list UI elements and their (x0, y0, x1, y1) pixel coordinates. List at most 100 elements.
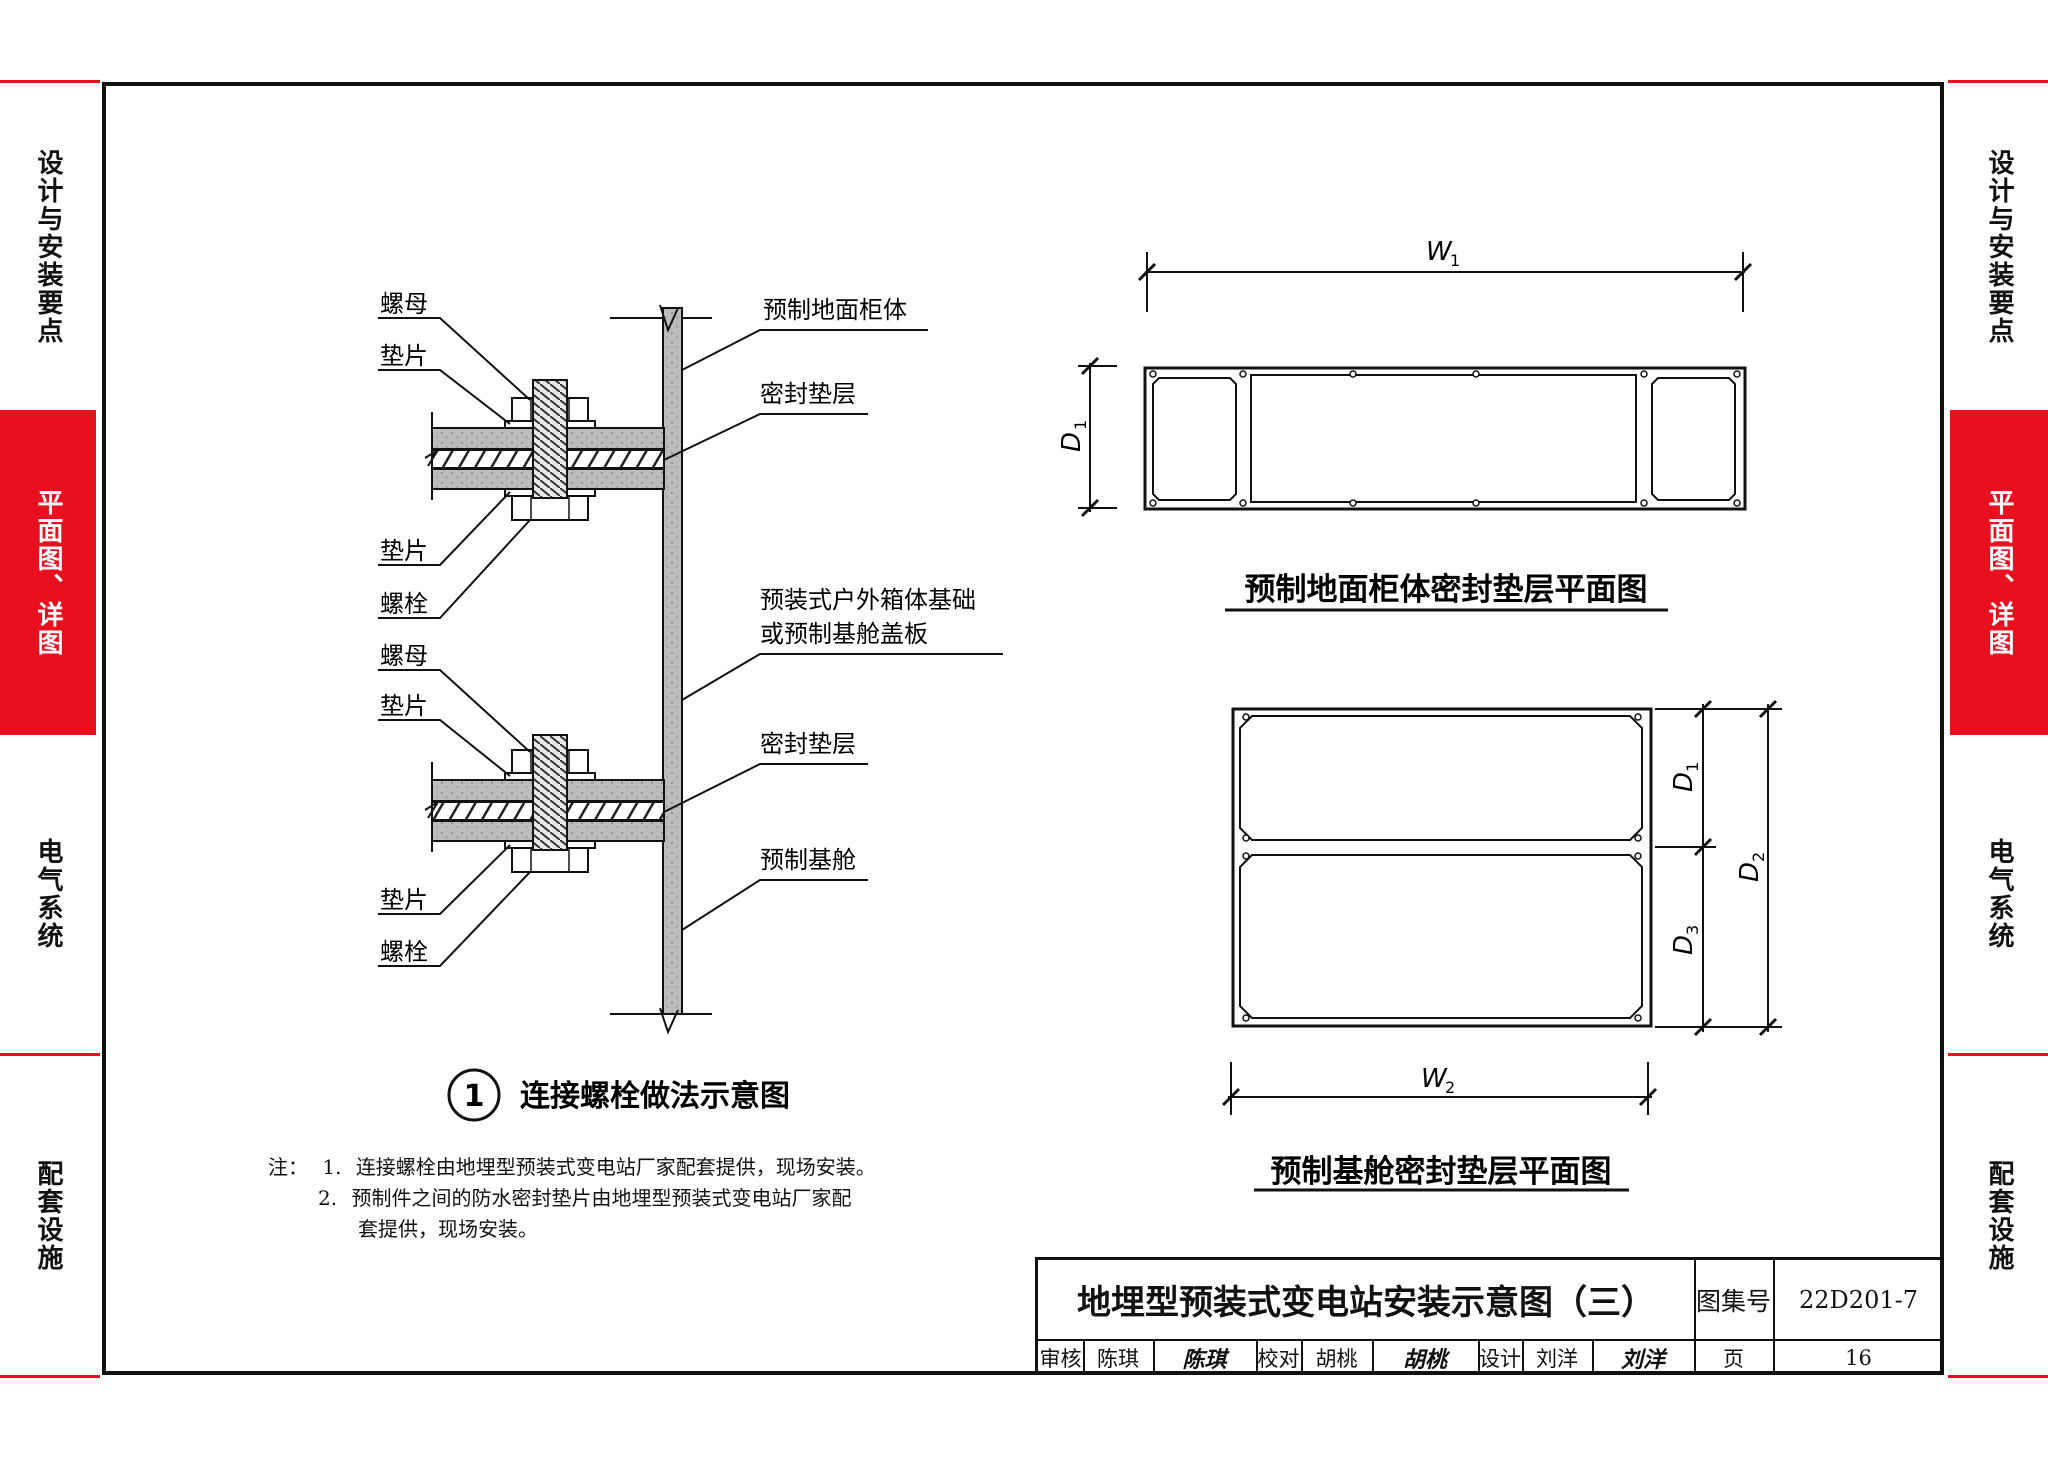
designer-name: 刘洋 (1536, 1347, 1578, 1371)
cabin-gasket-upper-cell (1239, 715, 1643, 841)
break-mark (424, 449, 439, 467)
cabinet-plan-caption: 预制地面柜体密封垫层平面图 (1245, 572, 1648, 608)
tab-design-right[interactable]: 设计与安装要点 (1950, 84, 2048, 410)
nut (511, 847, 589, 873)
tab-design-left[interactable]: 设计与安装要点 (0, 84, 96, 410)
reviewer-signature: 陈琪 (1182, 1347, 1227, 1373)
tab-electric-right[interactable]: 电气系统 (1950, 735, 2048, 1053)
tab-support-left[interactable]: 配套设施 (0, 1056, 96, 1376)
break-mark (659, 304, 679, 333)
note-2: 2. 预制件之间的防水密封垫片由地埋型预装式变电站厂家配 (268, 1183, 876, 1214)
upper-bolt-assembly (424, 379, 665, 521)
gasket-left-cell (1152, 377, 1237, 501)
note-2-number: 2. (318, 1186, 338, 1210)
dim-cabin-d3: D (1669, 935, 1699, 955)
label-bolt-top: 螺栓 (380, 590, 428, 618)
tab-support-right[interactable]: 配套设施 (1950, 1056, 2048, 1376)
atlas-number-label: 图集号 (1695, 1286, 1771, 1316)
note-1-number: 1. (322, 1155, 342, 1179)
note-2-text-line1: 预制件之间的防水密封垫片由地埋型预装式变电站厂家配 (351, 1186, 852, 1210)
dim-cabin-d1-sub: 1 (1683, 762, 1702, 772)
tab-design-label: 设计与安装要点 (1984, 149, 2014, 345)
page-number: 16 (1845, 1346, 1872, 1370)
detail-number-circle (447, 1068, 501, 1122)
note-2-continued: 套提供，现场安装。 (268, 1214, 876, 1245)
bolt (532, 734, 568, 851)
dim-cabin-d1: D (1669, 772, 1699, 792)
tab-electric-left[interactable]: 电气系统 (0, 735, 96, 1053)
note-1-text: 连接螺栓由地埋型预装式变电站厂家配套提供，现场安装。 (355, 1155, 876, 1179)
bolt (532, 379, 568, 499)
detail-number: 1 (464, 1079, 485, 1114)
cabin-plan-caption: 预制基舱密封垫层平面图 (1271, 1154, 1612, 1190)
designer-signature: 刘洋 (1620, 1347, 1665, 1373)
dim-cabin-w2-sub: 2 (1445, 1078, 1455, 1097)
title-block-rule (1256, 1339, 1258, 1375)
note-1: 注： 1. 连接螺栓由地埋型预装式变电站厂家配套提供，现场安装。 (268, 1152, 876, 1183)
atlas-number: 22D201-7 (1799, 1285, 1918, 1314)
note-2-text-line2: 套提供，现场安装。 (358, 1217, 538, 1241)
tab-electric-label: 电气系统 (1984, 838, 2014, 950)
label-washer-bottom: 垫片 (380, 692, 428, 720)
label-seal-bottom: 密封垫层 (760, 730, 856, 758)
gasket-right-cell (1651, 377, 1736, 501)
dim-cabin-d2-sub: 2 (1749, 852, 1768, 862)
cabin-seal-plan: D 1 D 3 D 2 W 2 预制基舱密封垫层平面图 (1221, 699, 1782, 1192)
dim-w1-sub: 1 (1450, 251, 1460, 270)
label-cabin: 预制基舱 (760, 846, 856, 874)
break-mark (659, 1007, 679, 1035)
cabin-gasket-lower-cell (1239, 854, 1643, 1019)
tab-support-label: 配套设施 (33, 1160, 63, 1272)
bolt-holes (1149, 370, 1741, 507)
break-mark (424, 801, 439, 819)
tab-divider (0, 1375, 100, 1378)
dim-cabin-d3-sub: 3 (1683, 925, 1702, 935)
title-block-rule (1522, 1339, 1524, 1375)
lower-bolt-assembly (424, 734, 665, 873)
title-block-rule (1478, 1339, 1480, 1375)
label-seal-top: 密封垫层 (760, 380, 856, 408)
title-block-rule (1592, 1339, 1594, 1375)
cabinet-wall (662, 307, 683, 1015)
tab-divider (1948, 1053, 2048, 1056)
dim-w1: W (1426, 237, 1453, 267)
cabin-bolt-holes (1242, 713, 1642, 1022)
tab-plan-right[interactable]: 平面图、详图 (1950, 410, 2048, 735)
tab-divider (1948, 1375, 2048, 1378)
gasket-middle-cell (1250, 374, 1637, 503)
tab-plan-left[interactable]: 平面图、详图 (0, 410, 96, 735)
label-washer-top: 垫片 (380, 342, 428, 370)
dim-d1-sub: 1 (1071, 420, 1090, 430)
check-label: 校对 (1257, 1347, 1300, 1371)
review-label: 审核 (1039, 1347, 1082, 1371)
tab-divider (0, 80, 100, 83)
drawing-frame (102, 82, 1944, 1375)
title-block-rule (1083, 1339, 1085, 1375)
label-base-line2: 或预制基舱盖板 (760, 620, 928, 648)
title-block-rule (1153, 1339, 1155, 1375)
label-washer-top-lower: 垫片 (380, 537, 428, 565)
title-block-rule (1773, 1260, 1775, 1375)
tab-support-label: 配套设施 (1984, 1160, 2014, 1272)
bolt-connection-detail: 螺母 垫片 垫片 螺栓 螺母 垫片 垫片 螺栓 预制地面柜体 密封垫层 预装式户… (378, 290, 1003, 1122)
dim-cabin-d2: D (1735, 862, 1765, 882)
checker-signature: 胡桃 (1402, 1347, 1447, 1373)
notes-prefix: 注： (268, 1155, 308, 1179)
design-label: 设计 (1479, 1347, 1521, 1371)
title-block-rule (1372, 1339, 1374, 1375)
page-label: 页 (1723, 1347, 1744, 1371)
tab-divider (1948, 80, 2048, 83)
drawing-title: 地埋型预装式变电站安装示意图（三） (1077, 1283, 1655, 1323)
leader-lines-right (663, 329, 1003, 931)
title-block-rule (1301, 1339, 1303, 1375)
reviewer-name: 陈琪 (1097, 1347, 1139, 1371)
title-block-rule (1694, 1260, 1696, 1375)
label-washer-bottom-lower: 垫片 (380, 886, 428, 914)
tab-electric-label: 电气系统 (33, 838, 63, 950)
title-block: 地埋型预装式变电站安装示意图（三） 图集号 22D201-7 审核 陈琪 陈琪 … (1035, 1257, 1944, 1375)
tab-plan-label: 平面图、详图 (33, 488, 63, 657)
label-nut-bottom: 螺母 (380, 642, 428, 670)
dim-d1: D (1057, 432, 1087, 452)
tab-plan-label: 平面图、详图 (1984, 488, 2014, 657)
